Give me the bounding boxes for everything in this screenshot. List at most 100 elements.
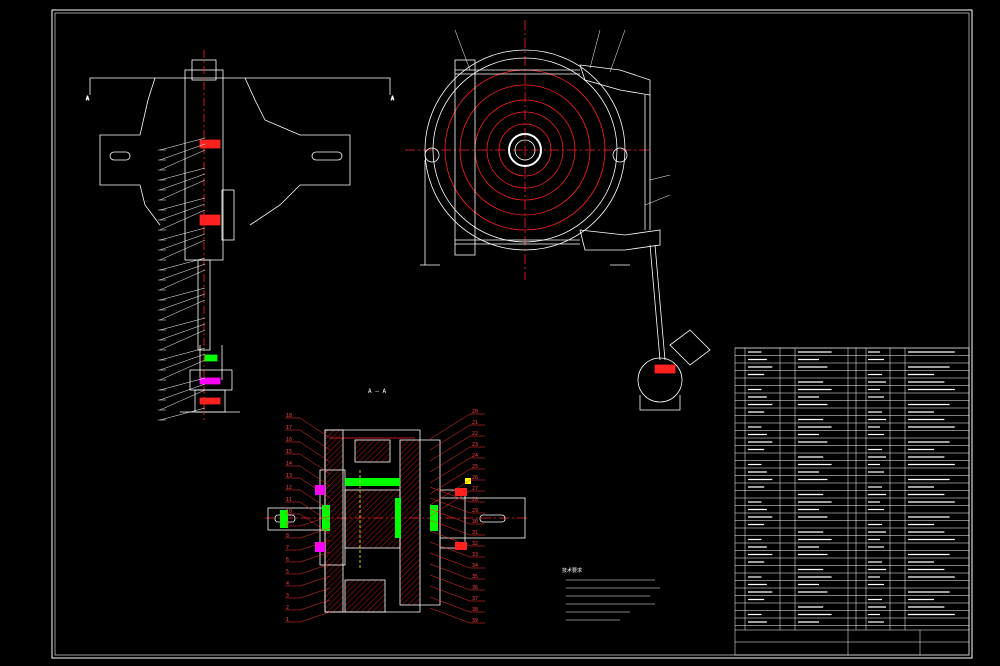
section-callout-number: 36 bbox=[472, 585, 478, 591]
front-leader-line bbox=[609, 29, 626, 73]
side-leader-line bbox=[159, 323, 206, 341]
side-leader-line bbox=[159, 329, 206, 351]
section-leader-line bbox=[429, 413, 471, 440]
section-leader-line bbox=[429, 607, 471, 624]
section-leader-line bbox=[299, 611, 331, 623]
side-leader-line bbox=[159, 383, 206, 401]
section-callout-number: 18 bbox=[286, 413, 292, 419]
section-leader-line bbox=[299, 501, 331, 523]
section-callout-number: 39 bbox=[472, 618, 478, 624]
section-callout-number: 12 bbox=[286, 485, 292, 491]
section-leader-line bbox=[429, 497, 471, 514]
technical-notes: 技术要求 bbox=[562, 567, 660, 621]
drawing-frame-inner bbox=[54, 12, 970, 656]
section-leader-line bbox=[299, 551, 331, 563]
section-leader-line bbox=[429, 574, 471, 591]
section-leader-line bbox=[299, 599, 331, 611]
section-leader-line bbox=[429, 585, 471, 602]
front-leader-line bbox=[644, 194, 671, 206]
side-leader-line bbox=[159, 173, 206, 191]
side-leader-line bbox=[159, 293, 206, 311]
section-callout-number: 2 bbox=[286, 605, 289, 611]
section-leader-line bbox=[299, 587, 331, 599]
section-leader-line bbox=[299, 453, 331, 475]
side-leader-line bbox=[159, 299, 206, 321]
section-leader-line bbox=[429, 468, 471, 495]
section-callout-number: 27 bbox=[472, 486, 478, 492]
section-leader-line bbox=[429, 457, 471, 484]
section-leader-line bbox=[299, 575, 331, 587]
side-view-leaders bbox=[158, 137, 206, 421]
section-callout-number: 26 bbox=[472, 475, 478, 481]
section-callout-number: 23 bbox=[472, 442, 478, 448]
side-leader-line bbox=[159, 239, 206, 261]
section-leader-line bbox=[299, 477, 331, 499]
section-leader-line bbox=[299, 513, 331, 535]
section-leader-line bbox=[429, 596, 471, 613]
section-leader-line bbox=[429, 446, 471, 473]
section-callout-number: 35 bbox=[472, 574, 478, 580]
notes-title: 技术要求 bbox=[562, 567, 582, 574]
section-callout-number: 3 bbox=[286, 593, 289, 599]
side-leader-line bbox=[159, 143, 206, 161]
section-callout-number: 25 bbox=[472, 464, 478, 470]
front-leader-line bbox=[454, 29, 471, 71]
section-leader-line bbox=[429, 486, 471, 503]
section-leader-line bbox=[429, 552, 471, 569]
section-leader-line bbox=[429, 541, 471, 558]
section-callout-number: 37 bbox=[472, 596, 478, 602]
side-leader-line bbox=[159, 407, 206, 421]
section-callout-number: 13 bbox=[286, 473, 292, 479]
side-leader-line bbox=[159, 149, 206, 171]
section-callout-number: 10 bbox=[286, 509, 292, 515]
section-callout-number: 4 bbox=[286, 581, 289, 587]
side-leader-line bbox=[159, 233, 206, 251]
side-view: A A bbox=[86, 50, 394, 420]
section-leader-line bbox=[429, 435, 471, 462]
section-leader-line bbox=[299, 417, 331, 439]
section-leader-line bbox=[429, 490, 471, 517]
section-leader-line bbox=[299, 465, 331, 487]
section-leader-line bbox=[299, 539, 331, 551]
section-callout-number: 20 bbox=[472, 409, 478, 415]
section-view bbox=[265, 429, 530, 613]
side-leader-line bbox=[159, 167, 206, 181]
side-leader-line bbox=[159, 353, 206, 371]
section-leader-line bbox=[299, 515, 331, 527]
section-callout-number: 24 bbox=[472, 453, 478, 459]
section-callout-number: 5 bbox=[286, 569, 289, 575]
section-callout-number: 7 bbox=[286, 545, 289, 551]
cut-marker-right: A bbox=[391, 96, 394, 102]
section-callout-number: 14 bbox=[286, 461, 292, 467]
section-callout-number: 8 bbox=[286, 533, 289, 539]
drawing-frame-outer bbox=[51, 9, 973, 659]
side-leader-line bbox=[159, 389, 206, 411]
side-leader-line bbox=[159, 137, 206, 151]
section-callout-number: 28 bbox=[472, 497, 478, 503]
section-callout-number: 9 bbox=[286, 521, 289, 527]
section-leader-line bbox=[429, 424, 471, 451]
cut-marker-left: A bbox=[86, 96, 89, 102]
side-leader-line bbox=[159, 377, 206, 391]
side-leader-line bbox=[159, 317, 206, 331]
section-leader-line bbox=[429, 479, 471, 506]
section-callout-number: 38 bbox=[472, 607, 478, 613]
section-leader-line bbox=[299, 489, 331, 511]
section-leader-line bbox=[299, 527, 331, 539]
section-leader-line bbox=[299, 441, 331, 463]
section-callout-number: 34 bbox=[472, 563, 478, 569]
section-callout-number: 33 bbox=[472, 552, 478, 558]
section-leader-line bbox=[299, 563, 331, 575]
side-leader-line bbox=[159, 287, 206, 301]
section-title: A — A bbox=[368, 388, 386, 395]
section-leaders: 1817161514131211109876543212021222324252… bbox=[285, 409, 485, 624]
section-leader-line bbox=[429, 508, 471, 525]
side-leader-line bbox=[159, 203, 206, 221]
section-leader-line bbox=[429, 530, 471, 547]
side-leader-line bbox=[159, 209, 206, 231]
section-callout-number: 11 bbox=[286, 497, 292, 503]
front-leader-line bbox=[649, 174, 671, 181]
section-callout-number: 6 bbox=[286, 557, 289, 563]
side-leader-line bbox=[159, 197, 206, 211]
